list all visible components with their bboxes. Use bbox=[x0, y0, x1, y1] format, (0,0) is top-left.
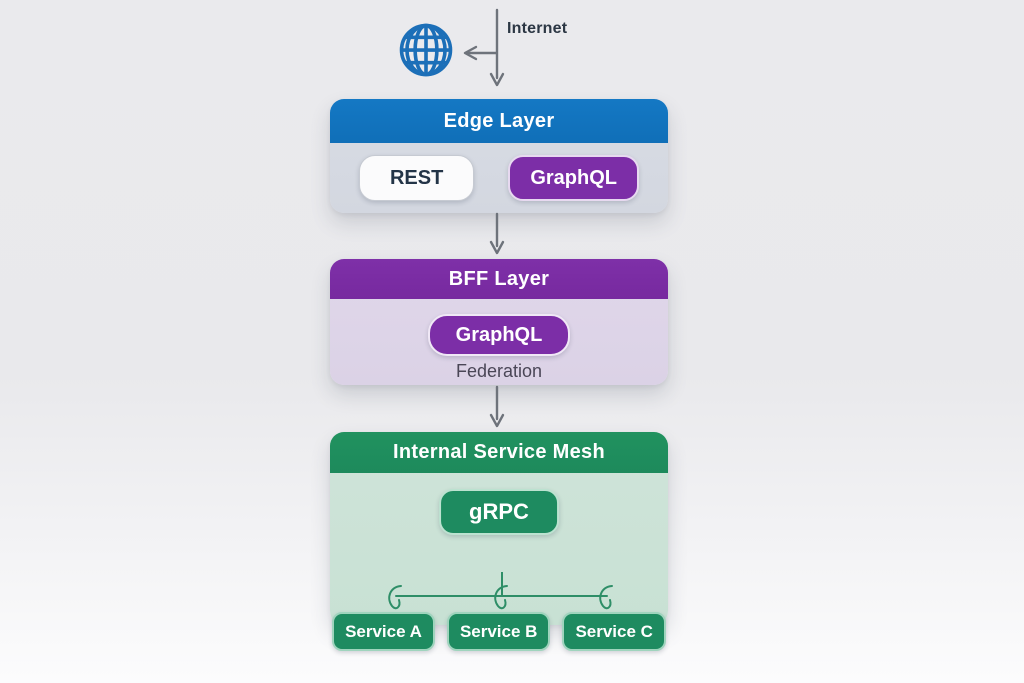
internet-label: Internet bbox=[507, 20, 568, 37]
internet-arrows bbox=[463, 8, 505, 87]
mesh-layer-title: Internal Service Mesh bbox=[330, 432, 668, 473]
edge-layer-body: REST GraphQL bbox=[330, 143, 668, 213]
globe-icon bbox=[399, 23, 453, 77]
bff-to-mesh-arrow bbox=[489, 385, 505, 428]
grpc-pill: gRPC bbox=[439, 489, 559, 535]
grpc-branch-connector bbox=[388, 572, 613, 610]
arrow-left-icon bbox=[463, 45, 498, 61]
hook-center-icon bbox=[494, 585, 508, 610]
service-c-pill: Service C bbox=[562, 612, 666, 651]
edge-to-bff-arrow bbox=[489, 212, 505, 255]
arrow-down-icon bbox=[489, 8, 505, 87]
edge-layer-title: Edge Layer bbox=[330, 99, 668, 143]
service-a-pill: Service A bbox=[332, 612, 435, 651]
bff-layer-body: GraphQL Federation bbox=[330, 299, 668, 385]
hook-left-icon bbox=[388, 585, 402, 610]
graphql-pill-bff: GraphQL bbox=[427, 314, 571, 356]
rest-pill: REST bbox=[358, 155, 475, 201]
bff-layer-title: BFF Layer bbox=[330, 259, 668, 299]
federation-label: Federation bbox=[455, 361, 543, 381]
mesh-layer-body: gRPC Service A Service B Service C bbox=[330, 473, 668, 651]
edge-layer-box: Edge Layer REST GraphQL bbox=[330, 99, 668, 213]
service-b-pill: Service B bbox=[446, 612, 551, 651]
services-row: Service A Service B Service C bbox=[330, 612, 668, 651]
mesh-layer-box: Internal Service Mesh gRPC Service A Ser… bbox=[330, 432, 668, 651]
hook-right-icon bbox=[599, 585, 613, 610]
bff-layer-box: BFF Layer GraphQL Federation bbox=[330, 259, 668, 385]
graphql-pill-edge: GraphQL bbox=[508, 155, 639, 201]
